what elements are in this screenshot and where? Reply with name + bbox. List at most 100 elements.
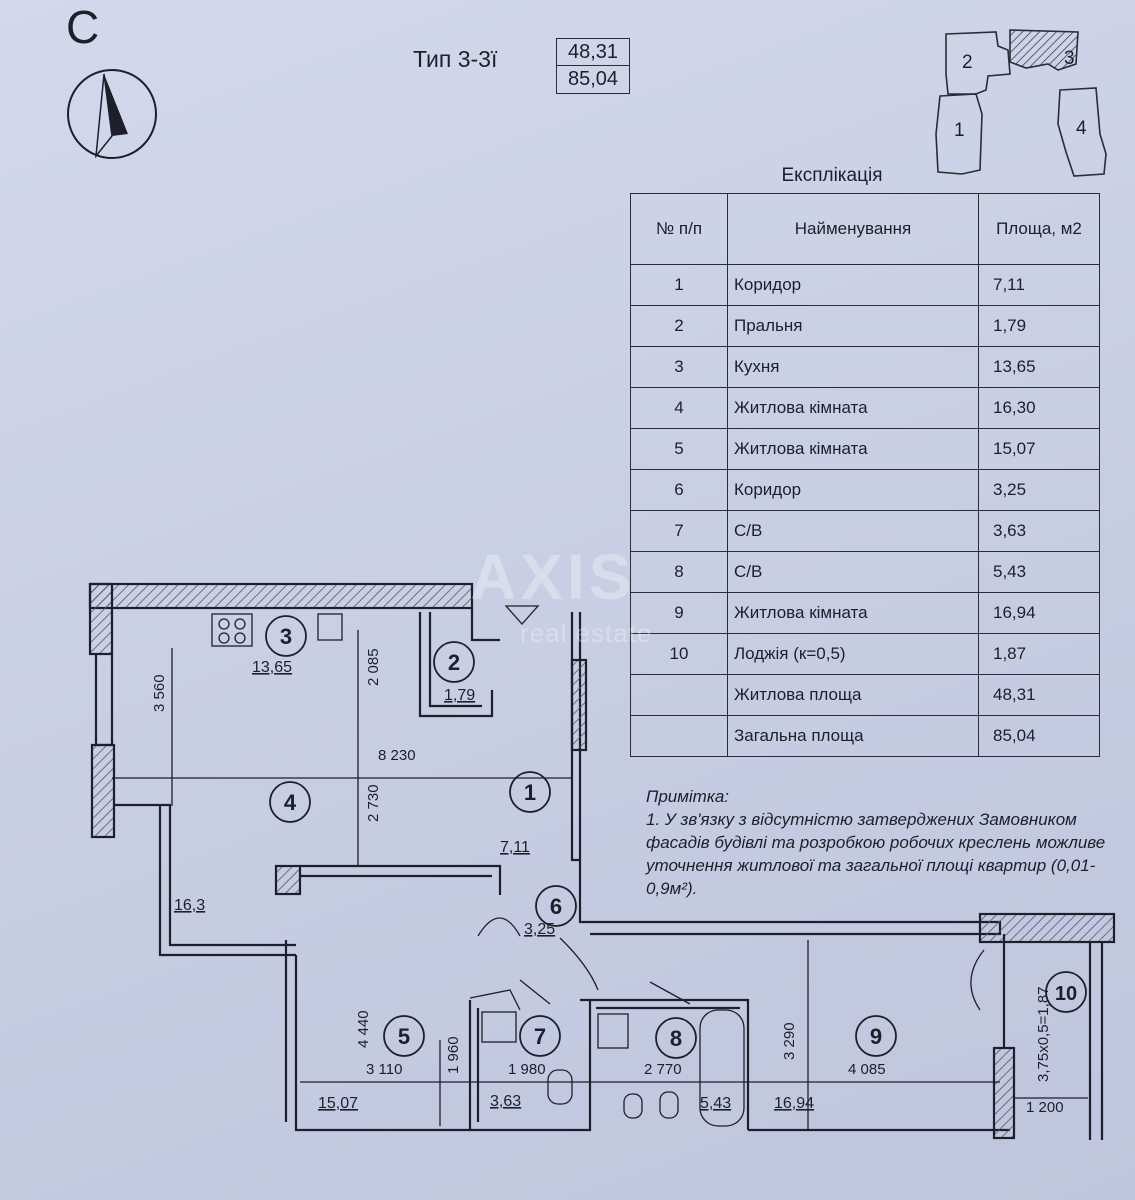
- living-area-value: 48,31: [557, 39, 629, 66]
- room-area: 3,75x0,5=1,87: [1035, 986, 1052, 1082]
- room-area: 3,63: [490, 1093, 521, 1110]
- row-name: Кухня: [727, 346, 979, 388]
- summary-area: 85,04: [978, 715, 1100, 757]
- row-area: 5,43: [978, 551, 1100, 593]
- room-number: 1: [524, 780, 536, 805]
- row-area: 3,25: [978, 469, 1100, 511]
- row-area: 16,30: [978, 387, 1100, 429]
- note-text: 1. У зв'язку з відсутністю затверджених …: [646, 810, 1106, 898]
- room-number: 8: [670, 1026, 682, 1051]
- building-keyplan: 2 3 1 4: [935, 29, 1107, 177]
- header-area: Площа, м2: [978, 193, 1100, 265]
- room-number: 5: [398, 1024, 410, 1049]
- compass-icon: [67, 69, 157, 159]
- dimension-label: 4 440: [355, 1010, 372, 1048]
- room-marker: [383, 1015, 425, 1057]
- row-name: Житлова кімната: [727, 428, 979, 470]
- summary-name: Загальна площа: [727, 715, 979, 757]
- note: Примітка: 1. У зв'язку з відсутністю зат…: [646, 785, 1132, 900]
- room-area: 15,07: [318, 1095, 358, 1112]
- dimension-label: 1 200: [1026, 1099, 1064, 1116]
- row-number-empty: [630, 715, 728, 757]
- explication-header-row: № п/п Найменування Площа, м2: [630, 193, 1100, 265]
- room-marker: [433, 641, 475, 683]
- room-area: 16,3: [174, 897, 205, 914]
- keyplan-label: 2: [962, 52, 973, 73]
- dimension-label: 3 560: [151, 674, 168, 712]
- room-marker: [855, 1015, 897, 1057]
- room-marker: [655, 1017, 697, 1059]
- room-marker: [509, 771, 551, 813]
- header-name: Найменування: [727, 193, 979, 265]
- apartment-area-box: 48,31 85,04: [556, 38, 630, 94]
- total-area-value: 85,04: [567, 68, 619, 90]
- apartment-type-label: Тип 3-3ї: [413, 46, 498, 72]
- dimension-label: 3 290: [781, 1022, 798, 1060]
- room-number: 3: [280, 624, 292, 649]
- room-marker: [1045, 971, 1087, 1013]
- summary-name: Житлова площа: [727, 674, 979, 716]
- dimension-label: 1 960: [445, 1036, 462, 1074]
- room-marker: [265, 615, 307, 657]
- room-marker: [535, 885, 577, 927]
- room-area: 1,79: [444, 687, 475, 704]
- fixtures: [211, 605, 985, 1127]
- room-area: 3,25: [524, 921, 555, 938]
- dimension-label: 2 770: [644, 1061, 682, 1078]
- section-letter: С: [66, 1, 100, 53]
- dimension-label: 2 085: [365, 648, 382, 686]
- row-name: С/В: [727, 510, 979, 552]
- row-name: Житлова кімната: [727, 387, 979, 429]
- dimension-label: 3 110: [366, 1061, 402, 1078]
- room-marker: [269, 781, 311, 823]
- row-number: 2: [630, 305, 728, 347]
- header-number: № п/п: [630, 193, 728, 265]
- row-area: 13,65: [978, 346, 1100, 388]
- watermark-brand: AXIS: [470, 541, 636, 613]
- row-name: Коридор: [727, 264, 979, 306]
- keyplan-label: 3: [1064, 48, 1075, 69]
- explication-title: Експлікація: [781, 165, 883, 186]
- row-area: 7,11: [978, 264, 1100, 306]
- note-title: Примітка:: [646, 787, 730, 806]
- watermark-sub: real estate: [520, 618, 653, 648]
- row-name: Пральня: [727, 305, 979, 347]
- room-number: 7: [534, 1024, 546, 1049]
- room-number: 6: [550, 894, 562, 919]
- row-number: 6: [630, 469, 728, 511]
- room-number: 2: [448, 650, 460, 675]
- room-number: 10: [1055, 983, 1077, 1005]
- row-name: Лоджія (к=0,5): [727, 633, 979, 675]
- dimension-label: 2 730: [365, 784, 382, 822]
- room-number: 4: [284, 790, 297, 815]
- room-area: 16,94: [774, 1095, 814, 1112]
- walls: [88, 582, 1116, 1140]
- dimension-label: 8 230: [378, 747, 416, 764]
- dimension-label: 1 980: [508, 1061, 546, 1078]
- room-area: 7,11: [500, 839, 530, 856]
- row-name: Коридор: [727, 469, 979, 511]
- row-number: 3: [630, 346, 728, 388]
- keyplan-label: 4: [1076, 118, 1087, 139]
- room-area: 5,43: [700, 1095, 731, 1112]
- row-area: 3,63: [978, 510, 1100, 552]
- room-area: 13,65: [252, 659, 292, 676]
- row-number: 9: [630, 592, 728, 634]
- dimension-lines: [112, 630, 1088, 1130]
- room-marker: [519, 1015, 561, 1057]
- row-area: 16,94: [978, 592, 1100, 634]
